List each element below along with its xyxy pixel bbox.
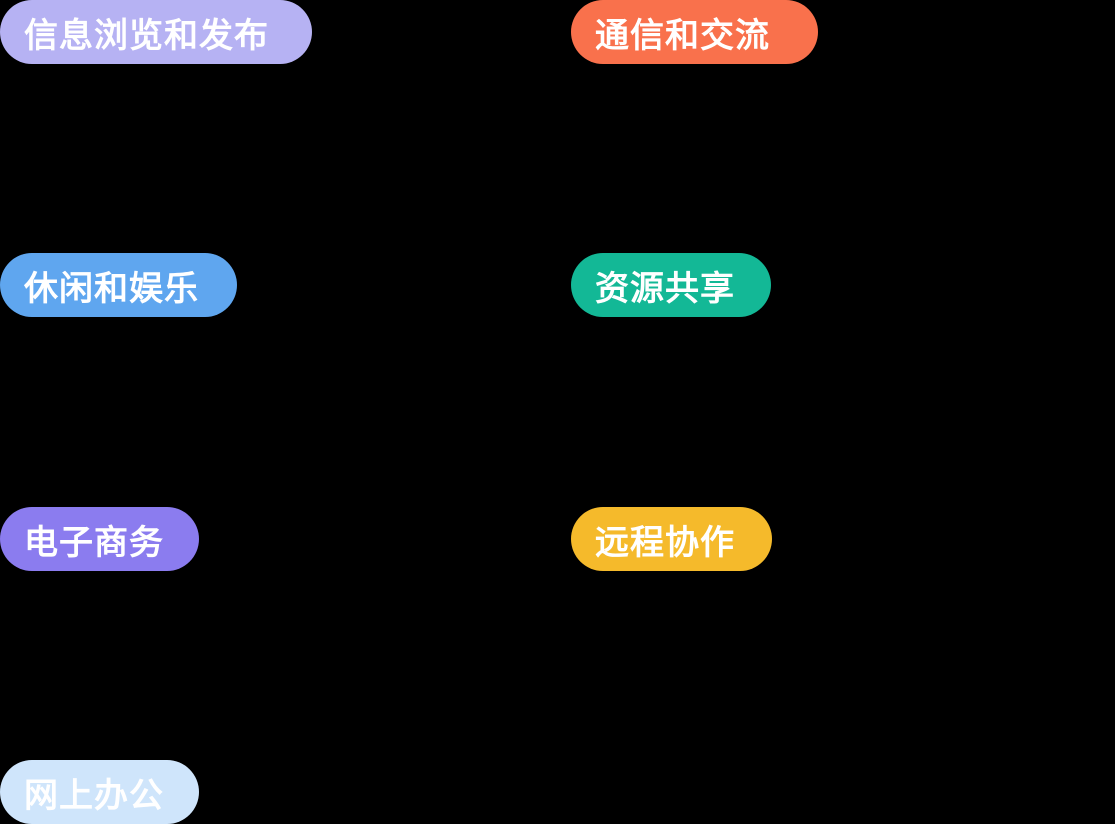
- tag-online-office[interactable]: 网上办公: [0, 760, 199, 824]
- tag-leisure-entertainment[interactable]: 休闲和娱乐: [0, 253, 237, 317]
- tag-label: 休闲和娱乐: [24, 268, 199, 309]
- tag-label: 网上办公: [24, 775, 164, 816]
- tag-label: 信息浏览和发布: [24, 15, 269, 56]
- tag-resource-sharing[interactable]: 资源共享: [571, 253, 771, 317]
- tag-label: 资源共享: [595, 268, 735, 309]
- tag-label: 远程协作: [595, 522, 735, 563]
- tag-remote-collaboration[interactable]: 远程协作: [571, 507, 772, 571]
- tag-info-browse-publish[interactable]: 信息浏览和发布: [0, 0, 312, 64]
- tag-communication[interactable]: 通信和交流: [571, 0, 818, 64]
- tag-e-commerce[interactable]: 电子商务: [0, 507, 199, 571]
- tag-label: 通信和交流: [595, 15, 770, 56]
- tag-label: 电子商务: [24, 522, 164, 563]
